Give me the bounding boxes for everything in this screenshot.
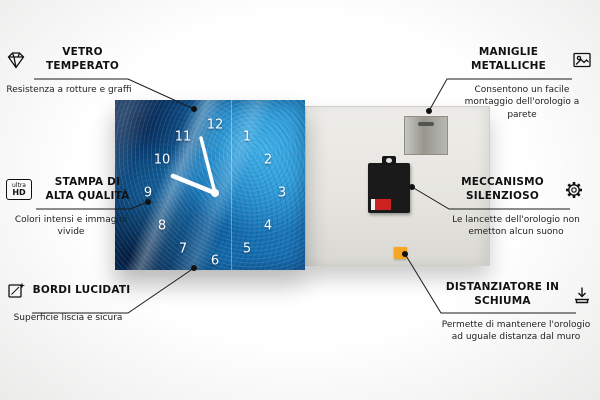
clock-numeral: 6	[210, 253, 220, 269]
clock-numeral: 1	[242, 129, 252, 145]
foam-spacer	[394, 247, 407, 259]
callout-title: BORDI LUCIDATI	[32, 284, 131, 297]
callout-desc: Consentono un facile montaggio dell'orol…	[464, 85, 580, 120]
glass-seam	[230, 100, 232, 270]
callout-stampa-alta-qualita: ultra HD STAMPA DI ALTA QUALITÀ Colori i…	[6, 176, 136, 239]
diamond-icon	[6, 50, 26, 70]
clock-numeral: 11	[174, 129, 192, 145]
clock-numeral: 8	[157, 218, 167, 234]
callout-vetro-temperato: VETRO TEMPERATO Resistenza a rotture e g…	[6, 46, 132, 96]
callout-desc: Resistenza a rotture e graffi	[6, 85, 132, 96]
clock-numeral: 5	[242, 241, 252, 257]
clock-numeral: 10	[153, 152, 171, 168]
clock-numeral: 4	[263, 218, 273, 234]
callout-maniglie-metalliche: MANIGLIE METALLICHE Consentono un facile…	[452, 46, 592, 121]
clock-numeral: 3	[277, 185, 287, 201]
hanger-slot	[418, 122, 434, 126]
callout-title: DISTANZIATORE IN SCHIUMA	[445, 281, 560, 307]
callout-desc: Superficie liscia e sicura	[13, 313, 123, 323]
callout-title: VETRO TEMPERATO	[46, 46, 119, 72]
mechanism-hanger-hole	[386, 158, 392, 163]
clock-back-panel	[305, 106, 490, 266]
ultra-hd-icon: ultra HD	[6, 179, 32, 201]
callout-meccanismo-silenzioso: MECCANISMO SILENZIOSO Le lancette dell'o…	[448, 176, 584, 239]
callout-distanziatore-schiuma: DISTANZIATORE IN SCHIUMA Permette di man…	[440, 281, 592, 344]
metal-hanger-plate	[404, 116, 448, 155]
picture-frame-icon	[572, 50, 592, 70]
clock-hands	[170, 136, 219, 197]
callout-desc: Le lancette dell'orologio non emetton al…	[452, 215, 580, 238]
gear-icon	[564, 180, 584, 200]
clock-mechanism	[368, 156, 410, 213]
foam-spacer-icon	[572, 285, 592, 305]
callout-bordi-lucidati: BORDI LUCIDATI Superficie liscia e sicur…	[4, 281, 132, 324]
callout-title: STAMPA DI ALTA QUALITÀ	[45, 176, 130, 202]
battery-label	[371, 199, 391, 210]
clock-numeral: 12	[206, 117, 224, 133]
callout-title: MECCANISMO SILENZIOSO	[461, 176, 544, 202]
polished-edge-icon	[6, 281, 26, 301]
clock-front-panel: 12 1 2 3 4 5 6 7 8 9 10 11	[115, 100, 305, 270]
clock-numeral: 9	[143, 185, 153, 201]
clock-numeral: 2	[263, 152, 273, 168]
callout-desc: Colori intensi e immagini vivide	[14, 215, 128, 238]
callout-title: MANIGLIE METALLICHE	[470, 46, 547, 72]
clock-numeral: 7	[178, 241, 188, 257]
callout-desc: Permette di mantenere l'orologio ad ugua…	[441, 320, 591, 343]
